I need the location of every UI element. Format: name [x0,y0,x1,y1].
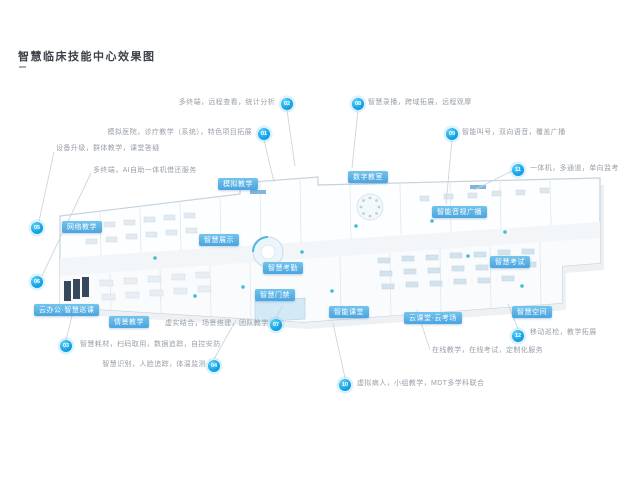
room-tag-cloud-class-exam: 云课堂·云考场 [404,312,462,324]
callout-badge-03: 03 [60,340,72,352]
callout-text-online-teaching: 在线教学，在线考试，定制化服务 [432,347,543,354]
room-tag-smart-class: 智能课堂 [329,306,369,318]
callout-badge-12: 12 [512,330,524,342]
callout-badge-06: 06 [31,276,43,288]
room-tag-digital-classroom: 数字教室 [348,171,388,183]
callout-text-ai-self-service: 多终端，AI自助一体机借还服务 [93,167,197,174]
callout-text-all-in-one-proctor: 一体机，多通道，单向监考 [530,165,619,172]
callout-text-smart-queue: 智能叫号，双向语音，覆盖广播 [462,129,566,136]
title-dash [19,66,26,68]
callout-badge-10: 10 [339,379,351,391]
room-tag-smart-exam: 智慧考试 [490,256,530,268]
callout-text-virtual-real: 虚实结合，场景搭建，团队教学 [165,320,269,327]
callout-text-multi-terminal-stats: 多终端，远程查看，统计分析 [178,99,275,106]
callout-badge-09: 09 [446,128,458,140]
callout-text-smart-consumables: 智慧耗材，扫码取用，数据追踪，自控安防 [80,341,221,348]
callout-badge-08: 08 [352,98,364,110]
callout-text-sim-hospital: 模拟医院，诊疗教学（系统），特色项目拓展 [107,129,252,136]
room-tag-smart-access: 智慧门禁 [255,289,295,301]
page-title: 智慧临床技能中心效果图 [18,51,156,63]
callout-badge-04: 04 [208,360,220,372]
callout-badge-05: 05 [31,222,43,234]
room-tag-simulation-teaching: 模拟教学 [218,178,258,190]
room-tag-smart-attendance: 智慧考勤 [263,262,303,274]
callout-text-device-upgrade: 设备升级，群体教学，课堂答疑 [56,145,160,152]
callout-text-virtual-patient: 虚拟病人，小组教学，MDT多学科联合 [357,380,485,387]
callout-badge-01: 01 [258,128,270,140]
room-tag-scenario-teaching: 情景教学 [109,316,149,328]
room-tag-cloud-office-inspection: 云办公·智慧巡课 [34,304,100,316]
room-tag-network-teaching: 网络教学 [62,221,102,233]
callout-text-mobile-inspection: 移动巡检，教学拓展 [530,329,597,336]
callout-badge-02: 02 [281,98,293,110]
room-tag-smart-av-broadcast: 智能音视广播 [432,206,487,218]
callout-badge-07: 07 [270,319,282,331]
room-tag-smart-exhibition: 智慧展示 [199,234,239,246]
callout-text-smart-recording: 智慧录播，跨域拓展，远程观摩 [368,99,472,106]
callout-text-smart-recognition: 智慧识别，人脸追踪，体温监测 [102,361,206,368]
callout-badge-11: 11 [512,164,524,176]
room-tag-smart-space: 智慧空间 [512,306,552,318]
